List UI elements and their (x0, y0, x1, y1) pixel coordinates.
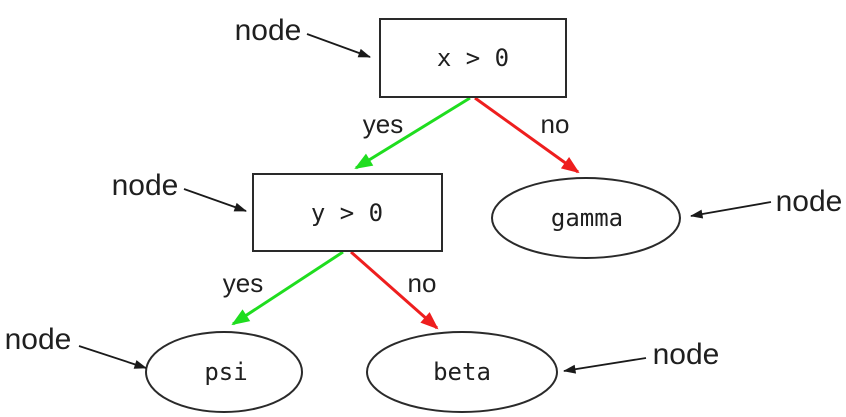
annotation-root-label: node (235, 14, 302, 47)
edge-root-to-y-yes-arrow (354, 96, 471, 170)
node-box-y-label: y > 0 (311, 199, 383, 227)
node-ellipse-beta-shape (366, 331, 558, 413)
node-ellipse-gamma-shape (491, 177, 681, 259)
node-ellipse-beta-label: beta (433, 358, 491, 386)
node-box-y-shape (252, 173, 443, 252)
annotation-beta: node (563, 338, 720, 374)
annotation-beta-arrow (563, 357, 647, 374)
node-ellipse-gamma: gamma (491, 177, 681, 259)
node-box-x: x > 0 (379, 18, 567, 98)
node-box-x-label: x > 0 (437, 44, 509, 72)
node-ellipse-psi-label: psi (204, 358, 247, 386)
edge-label-no-2: no (408, 268, 437, 298)
edge-y-to-beta-no-arrow (350, 250, 439, 330)
annotation-root-arrow (306, 33, 371, 58)
annotation-y: node (112, 169, 247, 212)
node-ellipse-beta: beta (366, 331, 558, 413)
node-box-y: y > 0 (252, 173, 443, 252)
tree-edges (231, 96, 580, 330)
node-ellipse-psi-shape (145, 331, 303, 413)
annotation-y-arrow (183, 188, 247, 212)
edge-label-yes-2: yes (223, 268, 263, 298)
node-ellipse-gamma-label: gamma (551, 204, 623, 232)
annotation-gamma-arrow (690, 201, 772, 219)
edge-root-to-gamma-no-arrow (474, 96, 580, 174)
edge-y-to-psi-yes-arrow (231, 250, 344, 326)
edge-label-no-1: no (541, 109, 570, 139)
annotation-psi-label: node (5, 323, 72, 356)
edge-label-yes-1: yes (363, 109, 403, 139)
annotation-psi: node (5, 323, 147, 369)
node-box-x-shape (379, 18, 567, 98)
annotation-beta-label: node (653, 338, 720, 371)
annotation-y-label: node (112, 169, 179, 202)
node-ellipse-psi: psi (145, 331, 303, 413)
annotation-gamma: node (690, 185, 843, 219)
annotation-psi-arrow (78, 345, 147, 369)
annotation-root: node (235, 14, 371, 58)
annotation-gamma-label: node (776, 185, 843, 218)
